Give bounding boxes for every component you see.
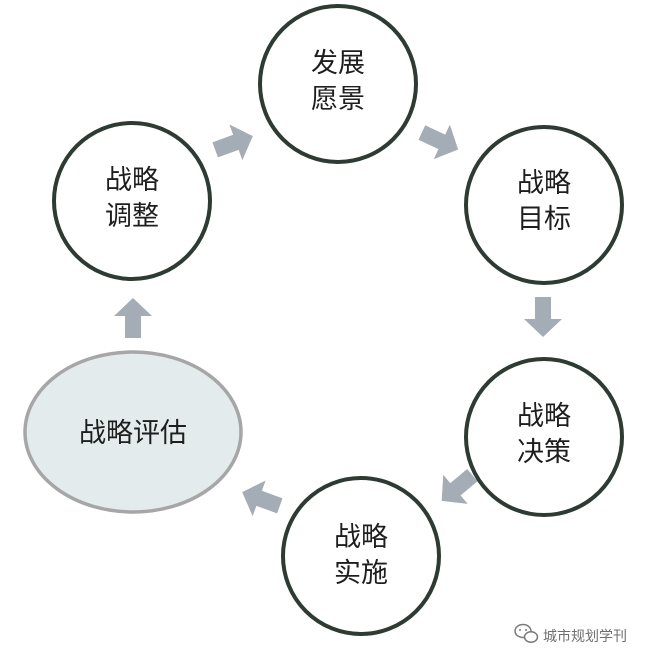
node-vision-line2: 愿景 [311,84,365,115]
arrow-implementation-to-evaluation [242,480,283,517]
node-goals-line1: 战略 [517,168,571,199]
wechat-logo-icon [514,623,539,643]
node-strategic-decision: 战略 决策 [464,357,624,517]
watermark-text: 城市规划学刊 [543,628,627,645]
arrow-decision-to-implementation [441,469,478,504]
node-goals-line2: 目标 [517,204,571,235]
node-adjustment-line1: 战略 [105,165,159,196]
node-vision-line1: 发展 [311,48,365,79]
node-development-vision: 发展 愿景 [258,4,418,164]
arrow-evaluation-to-adjustment [114,298,152,338]
node-decision-line2: 决策 [517,437,571,468]
node-strategic-adjustment: 战略 调整 [52,121,212,281]
node-evaluation-ellipse [23,350,243,514]
node-decision-circle [464,357,624,517]
node-strategic-goals: 战略 目标 [464,125,624,285]
node-implementation-line2: 实施 [334,558,388,589]
watermark: 城市规划学刊 [514,623,627,645]
arrow-goals-to-decision [524,297,562,337]
node-implementation-line1: 战略 [334,522,388,553]
node-implementation-circle [281,476,441,636]
arrow-adjustment-to-vision [212,124,253,161]
node-strategic-implementation: 战略 实施 [281,476,441,636]
node-adjustment-circle [52,121,212,281]
node-evaluation-label: 战略评估 [79,418,187,449]
arrow-vision-to-goals [418,124,459,160]
node-adjustment-line2: 调整 [105,201,159,232]
node-strategic-evaluation: 战略评估 [23,350,243,514]
node-decision-line1: 战略 [517,401,571,432]
node-vision-circle [258,4,418,164]
node-goals-circle [464,125,624,285]
